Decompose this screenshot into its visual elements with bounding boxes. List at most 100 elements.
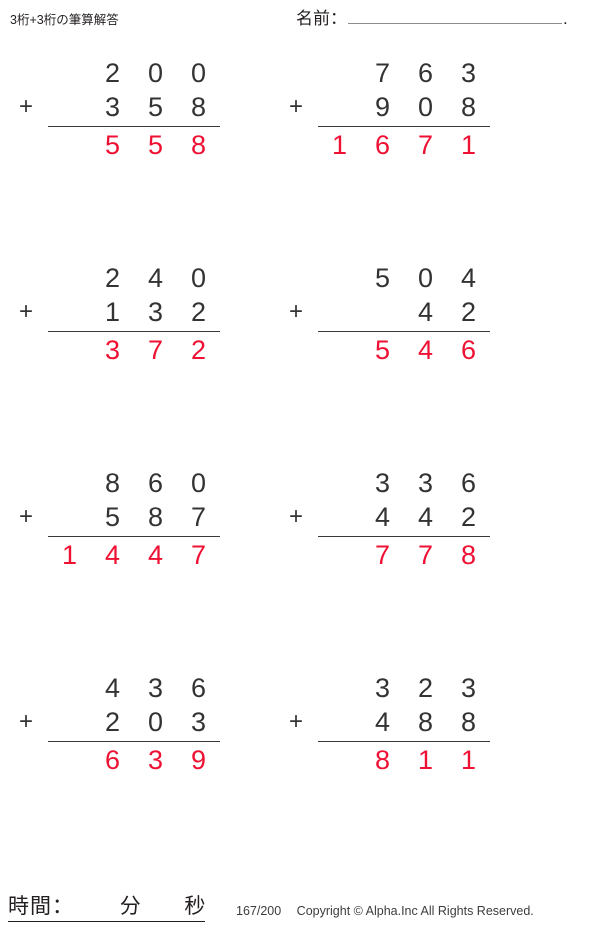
addend-1-line: 4 3 6: [48, 671, 220, 705]
digit: 0: [190, 263, 207, 293]
answer-digit: 4: [104, 540, 121, 570]
digit: 8: [104, 468, 121, 498]
answer-digit: 6: [374, 130, 391, 160]
answer-line: 7 7 8: [318, 538, 490, 572]
digit: 3: [147, 297, 164, 327]
digit: 3: [374, 468, 391, 498]
digit: 3: [460, 58, 477, 88]
plus-sign-icon: +: [18, 708, 33, 735]
problem-3: 2 4 0 + 1 3 2 3 7 2: [0, 261, 300, 466]
digit: 6: [147, 468, 164, 498]
addend-2-line: + 1 3 2: [19, 295, 220, 329]
addend-1-line: 5 0 4: [318, 261, 490, 295]
name-input[interactable]: [348, 7, 562, 24]
plus-sign-icon: +: [18, 298, 33, 325]
addend-2-line: + 4 4 2: [289, 500, 490, 534]
digit: 4: [374, 502, 391, 532]
digit: 5: [374, 263, 391, 293]
problem-5: 8 6 0 + 5 8 7 1 4 4 7: [0, 466, 300, 671]
problem-1: 2 0 0 + 3 5 8 5 5 8: [0, 56, 300, 261]
digit: 6: [190, 673, 207, 703]
plus-sign-icon: +: [288, 503, 303, 530]
answer-digit: 2: [190, 335, 207, 365]
answer-digit: 5: [104, 130, 121, 160]
plus-sign-icon: +: [18, 93, 33, 120]
plus-sign-icon: +: [288, 298, 303, 325]
sum-rule: [48, 536, 220, 537]
answer-digit: 6: [104, 745, 121, 775]
answer-digit: 7: [417, 540, 434, 570]
digit: 7: [374, 58, 391, 88]
answer-digit: 1: [331, 130, 348, 160]
answer-digit: 3: [104, 335, 121, 365]
problem-row: 2 0 0 + 3 5 8 5 5 8: [0, 56, 600, 261]
addend-1-line: 3 2 3: [318, 671, 490, 705]
answer-digit: 6: [460, 335, 477, 365]
page-number: 167/200: [236, 904, 282, 918]
problem-4: 5 0 4 + 4 2 5 4 6: [289, 261, 600, 466]
digit: 7: [190, 502, 207, 532]
digit: 8: [190, 92, 207, 122]
sum-rule: [48, 331, 220, 332]
digit: 4: [374, 707, 391, 737]
answer-digit: 7: [417, 130, 434, 160]
name-period: .: [563, 9, 568, 28]
time-label: 時間：: [8, 895, 74, 918]
answer-digit: 1: [460, 745, 477, 775]
digit: 0: [190, 468, 207, 498]
name-field-block: 名前： .: [296, 4, 568, 29]
vertical-sum: 5 0 4 + 4 2 5 4 6: [289, 261, 490, 367]
digit: 8: [460, 707, 477, 737]
answer-digit: 4: [417, 335, 434, 365]
digit: 3: [460, 673, 477, 703]
page-header: 3桁+3桁の筆算解答 名前： .: [0, 0, 600, 42]
digit: 8: [460, 92, 477, 122]
digit: 4: [104, 673, 121, 703]
vertical-sum: 3 3 6 + 4 4 2 7 7 8: [289, 466, 490, 572]
sum-rule: [318, 536, 490, 537]
addend-2-line: + 4 8 8: [289, 705, 490, 739]
plus-sign-icon: +: [288, 93, 303, 120]
vertical-sum: 2 0 0 + 3 5 8 5 5 8: [19, 56, 220, 162]
footer-credits: 167/200 Copyright © Alpha.Inc All Rights…: [236, 904, 534, 918]
answer-digit: 4: [147, 540, 164, 570]
digit: 3: [374, 673, 391, 703]
addend-2-line: + 3 5 8: [19, 90, 220, 124]
digit: 0: [147, 707, 164, 737]
digit: 4: [417, 502, 434, 532]
answer-line: 6 3 9: [48, 743, 220, 777]
digit: 2: [104, 263, 121, 293]
addend-1-line: 3 3 6: [318, 466, 490, 500]
sum-rule: [318, 741, 490, 742]
digit: 0: [147, 58, 164, 88]
digit: 6: [417, 58, 434, 88]
answer-digit: 8: [374, 745, 391, 775]
seconds-unit-label: 秒: [184, 895, 206, 918]
digit: 0: [417, 92, 434, 122]
problem-row: 2 4 0 + 1 3 2 3 7 2: [0, 261, 600, 466]
addend-2-line: + 9 0 8: [289, 90, 490, 124]
digit: 2: [104, 58, 121, 88]
digit: 2: [190, 297, 207, 327]
problem-row: 4 3 6 + 2 0 3 6 3 9: [0, 671, 600, 876]
digit: 2: [104, 707, 121, 737]
digit: 0: [417, 263, 434, 293]
digit: 0: [190, 58, 207, 88]
problem-7: 4 3 6 + 2 0 3 6 3 9: [0, 671, 300, 876]
digit: 6: [460, 468, 477, 498]
addend-1-line: 2 0 0: [48, 56, 220, 90]
answer-digit: 7: [147, 335, 164, 365]
minutes-unit-label: 分: [119, 895, 141, 918]
vertical-sum: 8 6 0 + 5 8 7 1 4 4 7: [19, 466, 220, 572]
digit: 2: [460, 502, 477, 532]
problem-8: 3 2 3 + 4 8 8 8 1 1: [289, 671, 600, 876]
answer-digit: 8: [190, 130, 207, 160]
digit: 8: [147, 502, 164, 532]
time-record-block: 時間： 分 秒: [8, 890, 206, 922]
sum-rule: [48, 741, 220, 742]
problems-area: 2 0 0 + 3 5 8 5 5 8: [0, 56, 600, 876]
addend-1-line: 2 4 0: [48, 261, 220, 295]
plus-sign-icon: +: [288, 708, 303, 735]
addend-2-line: + 2 0 3: [19, 705, 220, 739]
addend-2-line: + 4 2: [289, 295, 490, 329]
